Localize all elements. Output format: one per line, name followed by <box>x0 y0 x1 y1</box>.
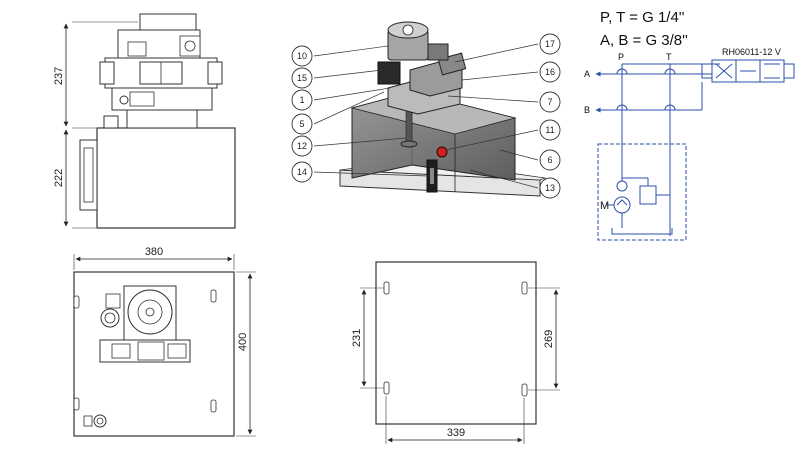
svg-text:6: 6 <box>547 155 552 165</box>
port-label-p: P <box>618 52 624 62</box>
svg-text:1: 1 <box>299 95 304 105</box>
svg-text:13: 13 <box>545 183 555 193</box>
hydraulic-schematic: RH06011-12 V <box>595 47 795 241</box>
svg-text:15: 15 <box>297 73 307 83</box>
svg-text:11: 11 <box>545 125 554 135</box>
port-label-t: T <box>666 52 672 62</box>
svg-text:14: 14 <box>297 167 307 177</box>
motor-label: M <box>600 200 609 212</box>
callout-7: 7 <box>539 91 561 113</box>
dim-base-right-vertical: 269 <box>543 330 555 348</box>
svg-text:10: 10 <box>297 51 307 61</box>
callout-17: 17 <box>539 33 561 55</box>
base-plate-view: 231 269 339 <box>351 261 560 444</box>
isometric-view: 10 15 1 5 12 14 17 16 <box>291 21 561 199</box>
callout-15: 15 <box>291 67 313 89</box>
port-spec-pt: P, T = G 1/4'' <box>600 9 685 26</box>
front-view: 237 222 <box>53 13 236 229</box>
callout-6: 6 <box>539 149 561 171</box>
dim-front-top-height: 237 <box>53 67 65 85</box>
svg-text:7: 7 <box>547 97 552 107</box>
top-view: 380 400 <box>73 246 256 437</box>
dim-base-horizontal: 339 <box>447 427 465 439</box>
svg-text:5: 5 <box>299 119 304 129</box>
callout-14: 14 <box>291 161 313 183</box>
callout-13: 13 <box>539 177 561 199</box>
svg-text:17: 17 <box>545 39 555 49</box>
dim-top-width: 380 <box>145 246 163 258</box>
port-label-b: B <box>584 105 590 115</box>
port-spec-ab: A, B = G 3/8'' <box>600 32 688 49</box>
dim-base-left-vertical: 231 <box>351 329 363 347</box>
svg-text:16: 16 <box>545 67 555 77</box>
dim-front-tank-height: 222 <box>53 169 65 187</box>
svg-text:12: 12 <box>297 141 307 151</box>
dim-top-depth: 400 <box>237 333 249 351</box>
callout-10: 10 <box>291 45 313 67</box>
valve-model-label: RH06011-12 V <box>722 47 781 57</box>
callout-16: 16 <box>539 61 561 83</box>
callout-12: 12 <box>291 135 313 157</box>
callout-11: 11 <box>539 119 561 141</box>
callout-1: 1 <box>291 89 313 111</box>
port-label-a: A <box>584 69 590 79</box>
callout-5: 5 <box>291 113 313 135</box>
